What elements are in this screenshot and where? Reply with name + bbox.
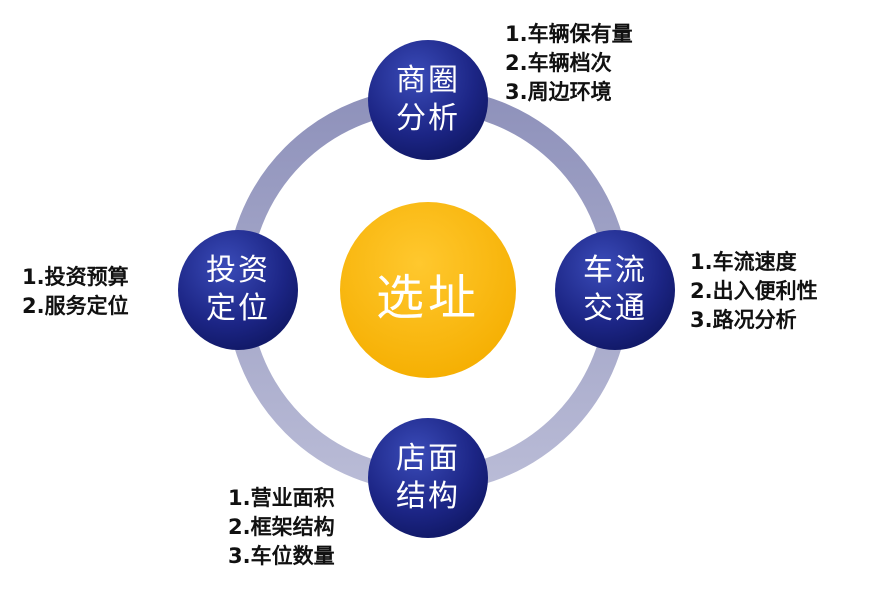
node-top-label: 商圈 分析 [368, 62, 488, 138]
node-right-label: 车流 交通 [555, 252, 675, 328]
list-item: 2.服务定位 [22, 294, 129, 318]
list-item: 3.周边环境 [505, 80, 612, 104]
top-item-list: 1.车辆保有量 2.车辆档次 3.周边环境 [505, 20, 633, 107]
center-label: 选址 [375, 270, 480, 326]
node-circle-top [368, 40, 488, 160]
node-left-line1: 投资 [206, 253, 270, 288]
list-item: 1.营业面积 [228, 486, 335, 510]
node-top-line2: 分析 [396, 101, 460, 136]
list-item: 1.投资预算 [22, 265, 129, 289]
node-circle-right [555, 230, 675, 350]
list-item: 1.车辆保有量 [505, 22, 633, 46]
node-left-line2: 定位 [206, 291, 270, 326]
node-bottom-line2: 结构 [396, 479, 460, 514]
list-item: 3.车位数量 [228, 544, 335, 568]
list-item: 2.车辆档次 [505, 51, 612, 75]
node-bottom-label: 店面 结构 [368, 440, 488, 516]
list-item: 1.车流速度 [690, 250, 797, 274]
list-item: 2.框架结构 [228, 515, 335, 539]
node-circle-bottom [368, 418, 488, 538]
node-right-line1: 车流 [583, 253, 647, 288]
list-item: 2.出入便利性 [690, 279, 818, 303]
node-top-line1: 商圈 [396, 63, 460, 98]
right-item-list: 1.车流速度 2.出入便利性 3.路况分析 [690, 248, 818, 335]
center-circle [340, 202, 516, 378]
left-item-list: 1.投资预算 2.服务定位 [22, 263, 129, 321]
node-bottom-line1: 店面 [396, 441, 460, 476]
list-item: 3.路况分析 [690, 308, 797, 332]
node-circle-left [178, 230, 298, 350]
node-left-label: 投资 定位 [178, 252, 298, 328]
node-right-line2: 交通 [583, 291, 647, 326]
bottom-item-list: 1.营业面积 2.框架结构 3.车位数量 [228, 484, 335, 571]
